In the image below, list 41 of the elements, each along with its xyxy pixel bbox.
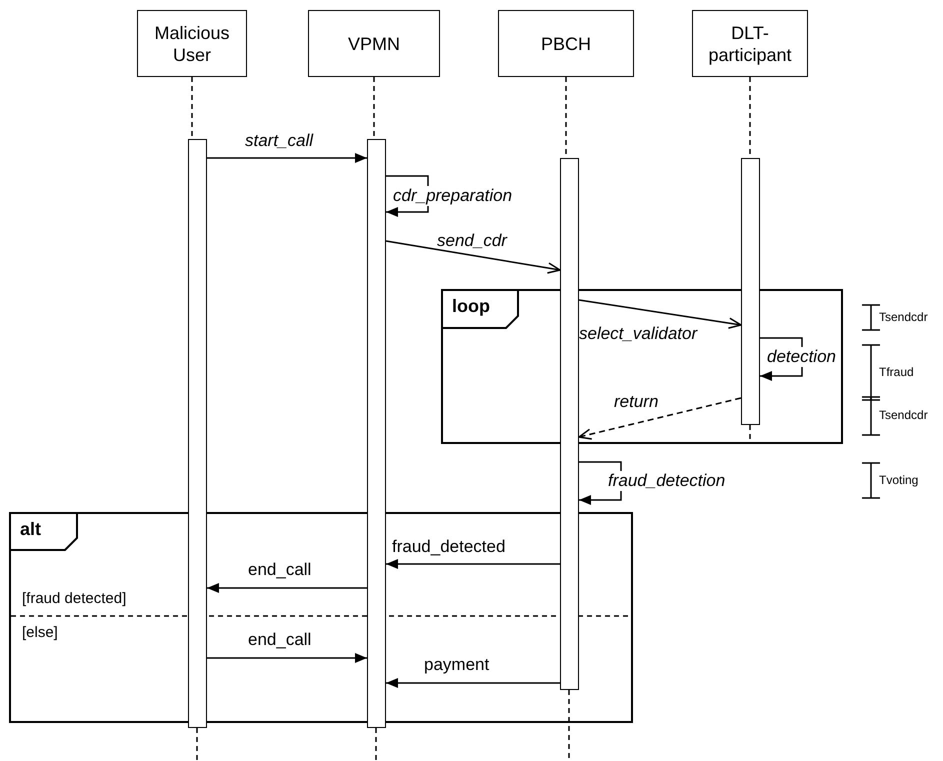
time-label: Tsendcdr bbox=[879, 310, 928, 324]
message-label: payment bbox=[424, 655, 490, 675]
return-arrow bbox=[578, 397, 742, 440]
participant-name: Malicious User bbox=[153, 22, 231, 66]
activation-bar bbox=[560, 158, 579, 690]
message-arrow bbox=[386, 559, 560, 569]
participant-name: PBCH bbox=[540, 32, 592, 54]
lifeline-header-box bbox=[308, 10, 440, 77]
lifeline-header-box bbox=[498, 10, 634, 77]
guard-condition: [else] bbox=[22, 624, 58, 641]
time-label: Tfraud bbox=[879, 364, 914, 378]
message-label: end_call bbox=[248, 630, 312, 650]
message-label: select_validator bbox=[579, 324, 698, 344]
message-label: return bbox=[614, 392, 658, 412]
message-label: cdr_preparation bbox=[392, 186, 514, 206]
message-arrow bbox=[207, 653, 367, 663]
fragment-operator: loop bbox=[452, 296, 490, 317]
lifeline bbox=[191, 77, 193, 139]
time-label: Tsendcdr bbox=[879, 408, 928, 422]
activation-bar bbox=[741, 158, 760, 425]
lifeline bbox=[373, 77, 375, 139]
fragment-operator: alt bbox=[20, 519, 42, 540]
message-label: end_call bbox=[248, 560, 312, 580]
message-label: fraud_detected bbox=[392, 537, 506, 557]
message-label: fraud_detection bbox=[607, 471, 726, 491]
message-label: send_cdr bbox=[437, 231, 507, 251]
message-arrow bbox=[386, 678, 560, 688]
participant-name: VPMN bbox=[346, 32, 401, 54]
time-label: Tvoting bbox=[879, 472, 918, 486]
message-label: detection bbox=[766, 347, 837, 367]
message-arrow bbox=[386, 240, 561, 274]
lifeline-header-box bbox=[137, 10, 247, 77]
message-label: start_call bbox=[245, 131, 314, 151]
activation-bar bbox=[188, 139, 207, 728]
message-arrow bbox=[207, 153, 367, 163]
participant-name: DLT-participant bbox=[707, 22, 793, 66]
message-arrow bbox=[207, 583, 367, 593]
message-arrow bbox=[578, 299, 742, 329]
activation-bar bbox=[367, 139, 386, 728]
lifeline-header-box bbox=[692, 10, 808, 77]
guard-condition: [fraud detected] bbox=[22, 590, 126, 607]
